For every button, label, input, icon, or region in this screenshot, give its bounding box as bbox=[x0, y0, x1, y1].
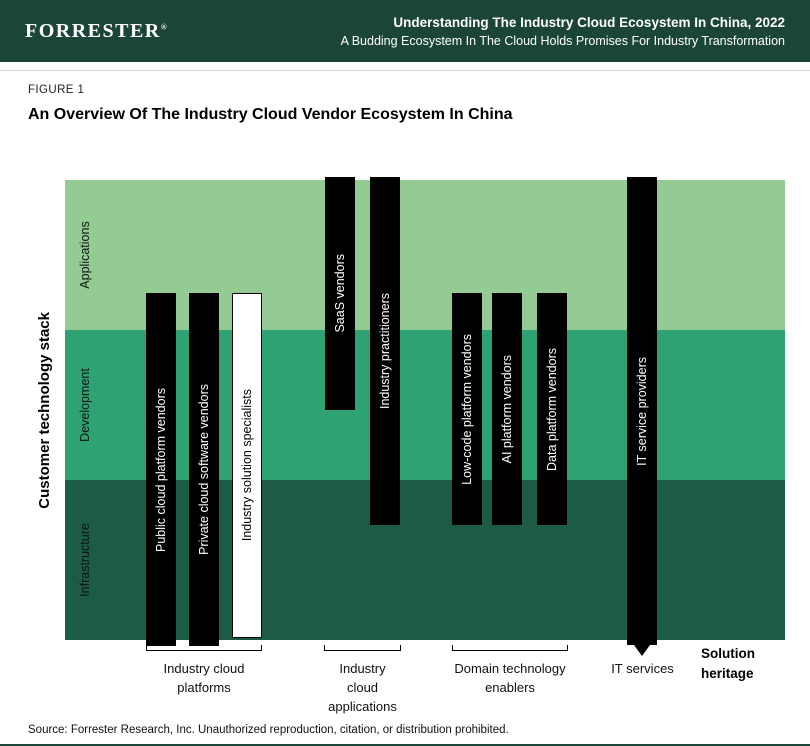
figure-label: FIGURE 1 bbox=[28, 84, 85, 96]
bar-data-platform-vendors: Data platform vendors bbox=[537, 293, 567, 525]
logo-text: FORRESTER bbox=[25, 19, 161, 42]
report-title: Understanding The Industry Cloud Ecosyst… bbox=[393, 14, 785, 30]
bar-public-cloud-platform-vendors: Public cloud platform vendors bbox=[146, 293, 176, 646]
bar-label-saas-vendors: SaaS vendors bbox=[333, 254, 347, 333]
figure-title: An Overview Of The Industry Cloud Vendor… bbox=[28, 106, 513, 123]
bar-ai-platform-vendors: AI platform vendors bbox=[492, 293, 522, 525]
report-subtitle: A Budding Ecosystem In The Cloud Holds P… bbox=[340, 33, 785, 48]
down-arrow-icon bbox=[634, 645, 650, 656]
bar-industry-practitioners: Industry practitioners bbox=[370, 177, 400, 525]
bar-industry-solution-specialists: Industry solution specialists bbox=[232, 293, 262, 638]
bar-label-data-platform-vendors: Data platform vendors bbox=[545, 347, 559, 471]
group-label-it-services: IT services bbox=[611, 661, 674, 676]
bar-low-code-platform-vendors: Low-code platform vendors bbox=[452, 293, 482, 525]
group-industry-cloud-platforms: Industry cloud platforms bbox=[146, 645, 262, 698]
bar-private-cloud-software-vendors: Private cloud software vendors bbox=[189, 293, 219, 646]
bracket-industry-cloud-applications bbox=[324, 645, 401, 651]
bar-label-public-cloud-platform-vendors: Public cloud platform vendors bbox=[154, 387, 168, 552]
bar-label-private-cloud-software-vendors: Private cloud software vendors bbox=[197, 384, 211, 555]
group-label-industry-cloud-platforms: Industry cloud platforms bbox=[163, 661, 245, 695]
header-divider bbox=[0, 70, 810, 71]
group-domain-technology-enablers: Domain technology enablers bbox=[452, 645, 568, 698]
group-label-industry-cloud-applications: Industry cloud applications bbox=[328, 661, 397, 714]
bar-saas-vendors: SaaS vendors bbox=[325, 177, 355, 410]
bracket-industry-cloud-platforms bbox=[146, 645, 262, 651]
registered-trademark-icon: ® bbox=[160, 21, 167, 31]
bar-label-it-service-providers: IT service providers bbox=[635, 356, 649, 466]
bracket-domain-technology-enablers bbox=[452, 645, 568, 651]
report-title-block: Understanding The Industry Cloud Ecosyst… bbox=[341, 15, 785, 48]
bar-it-service-providers: IT service providers bbox=[627, 177, 657, 656]
bar-label-industry-solution-specialists: Industry solution specialists bbox=[240, 389, 254, 542]
solution-heritage-groups: Industry cloud platforms Industry cloud a… bbox=[0, 645, 810, 714]
group-it-services: IT services bbox=[600, 645, 685, 679]
bottom-rule bbox=[0, 744, 810, 746]
band-development: Development bbox=[65, 330, 785, 480]
bar-label-low-code-platform-vendors: Low-code platform vendors bbox=[460, 333, 474, 485]
forrester-logo: FORRESTER® bbox=[25, 20, 167, 43]
source-note: Source: Forrester Research, Inc. Unautho… bbox=[28, 724, 509, 736]
band-infrastructure: Infrastructure bbox=[65, 480, 785, 640]
bar-label-industry-practitioners: Industry practitioners bbox=[378, 292, 392, 410]
band-applications: Applications bbox=[65, 180, 785, 330]
group-label-domain-technology-enablers: Domain technology enablers bbox=[454, 661, 566, 695]
header-bar: FORRESTER® Understanding The Industry Cl… bbox=[0, 0, 810, 62]
group-industry-cloud-applications: Industry cloud applications bbox=[324, 645, 401, 717]
solution-heritage-label: Solution heritage bbox=[701, 646, 755, 682]
bar-label-ai-platform-vendors: AI platform vendors bbox=[500, 354, 514, 464]
